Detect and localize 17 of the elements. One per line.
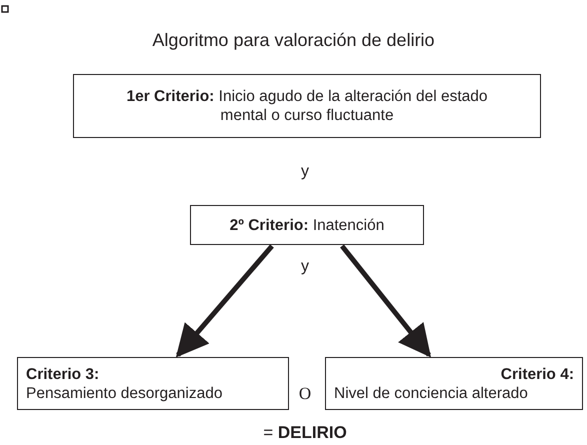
connector-word: O bbox=[298, 384, 312, 404]
criterion-heading: Criterio 4: bbox=[500, 364, 574, 384]
connector-word: y bbox=[301, 258, 309, 276]
criterion-box bbox=[190, 205, 424, 245]
result-text: = DELIRIO bbox=[263, 423, 347, 443]
criterion-text: Nivel de conciencia alterado bbox=[334, 384, 529, 402]
criterion-text: 1er Criterio: Inicio agudo de la alteración del estado mental o curso fluctuante bbox=[125, 87, 489, 125]
arrow bbox=[340, 244, 432, 358]
criterion-box bbox=[17, 357, 289, 410]
criterion-box bbox=[325, 357, 583, 410]
criterion-text: 2º Criterio: Inatención bbox=[228, 216, 386, 234]
arrow bbox=[176, 244, 274, 358]
title: Algoritmo para valoración de delirio bbox=[151, 30, 436, 51]
criterion-heading: Criterio 3: bbox=[26, 364, 100, 384]
connector-word: y bbox=[301, 163, 309, 181]
criterion-text: Pensamiento desorganizado bbox=[26, 384, 224, 402]
criterion-box bbox=[73, 74, 541, 138]
